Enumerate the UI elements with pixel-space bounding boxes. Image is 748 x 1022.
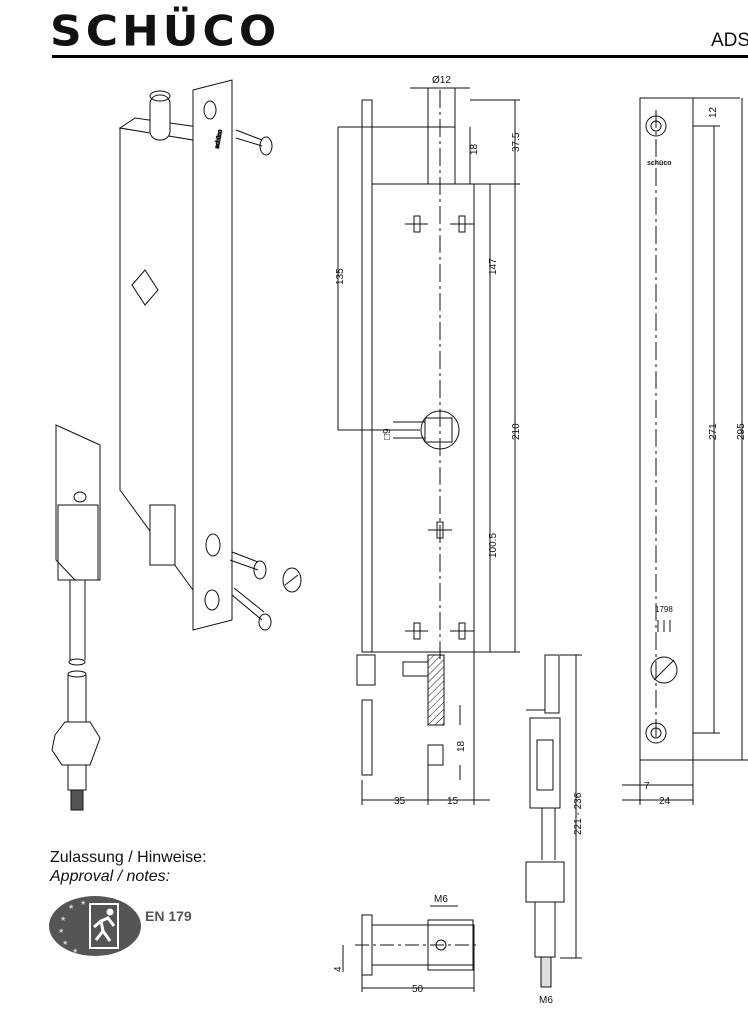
dim-latch: 18 bbox=[456, 740, 467, 752]
dim-4: 4 bbox=[333, 966, 344, 972]
svg-text:★: ★ bbox=[62, 939, 68, 947]
side-view bbox=[622, 97, 748, 805]
notes-title-de: Zulassung / Hinweise: bbox=[50, 849, 207, 866]
dim-35: 35 bbox=[394, 796, 406, 807]
dim-pin-diameter: Ø12 bbox=[432, 75, 451, 86]
dim-295: 295 bbox=[736, 423, 747, 440]
svg-text:★: ★ bbox=[68, 903, 74, 911]
emergency-exit-icon: ★★★★★★ bbox=[49, 896, 141, 956]
front-view bbox=[337, 87, 520, 805]
dim-12: 12 bbox=[708, 106, 719, 118]
approval-standard: EN 179 bbox=[145, 908, 192, 924]
dim-pin-height: 18 bbox=[469, 143, 480, 155]
dim-range: 221 - 236 bbox=[573, 792, 584, 835]
rod-view bbox=[525, 654, 582, 988]
svg-text:★: ★ bbox=[80, 899, 86, 907]
approval-notes: Zulassung / Hinweise: Approval / notes: bbox=[50, 848, 207, 886]
dim-7: 7 bbox=[644, 781, 650, 792]
dim-top-offset: 37.5 bbox=[511, 132, 522, 152]
marking-1798: 1798 bbox=[655, 605, 673, 614]
dim-271: 271 bbox=[708, 423, 719, 440]
dim-15: 15 bbox=[447, 796, 459, 807]
svg-text:schüco: schüco bbox=[215, 129, 224, 149]
dim-135: 135 bbox=[335, 268, 346, 285]
dim-50: 50 bbox=[412, 984, 424, 995]
dim-spindle: □9 bbox=[382, 428, 393, 440]
bottom-view bbox=[342, 905, 480, 992]
svg-text:★: ★ bbox=[58, 927, 64, 935]
dim-bottom-thread: M6 bbox=[434, 894, 448, 905]
svg-text:★: ★ bbox=[60, 915, 66, 923]
header-rule bbox=[52, 55, 748, 58]
dim-100-5: 100.5 bbox=[488, 533, 499, 558]
isometric-view: schüco bbox=[51, 79, 302, 811]
plate-logo: schüco bbox=[647, 160, 672, 167]
dim-210: 210 bbox=[511, 423, 522, 440]
dim-24: 24 bbox=[659, 796, 671, 807]
dim-147: 147 bbox=[488, 258, 499, 275]
brand-logo: SCHÜCO bbox=[50, 7, 281, 56]
svg-text:★: ★ bbox=[72, 947, 78, 955]
dim-rod-thread: M6 bbox=[539, 995, 553, 1006]
product-code: ADS bbox=[711, 30, 748, 51]
notes-title-en: Approval / notes: bbox=[50, 868, 171, 885]
